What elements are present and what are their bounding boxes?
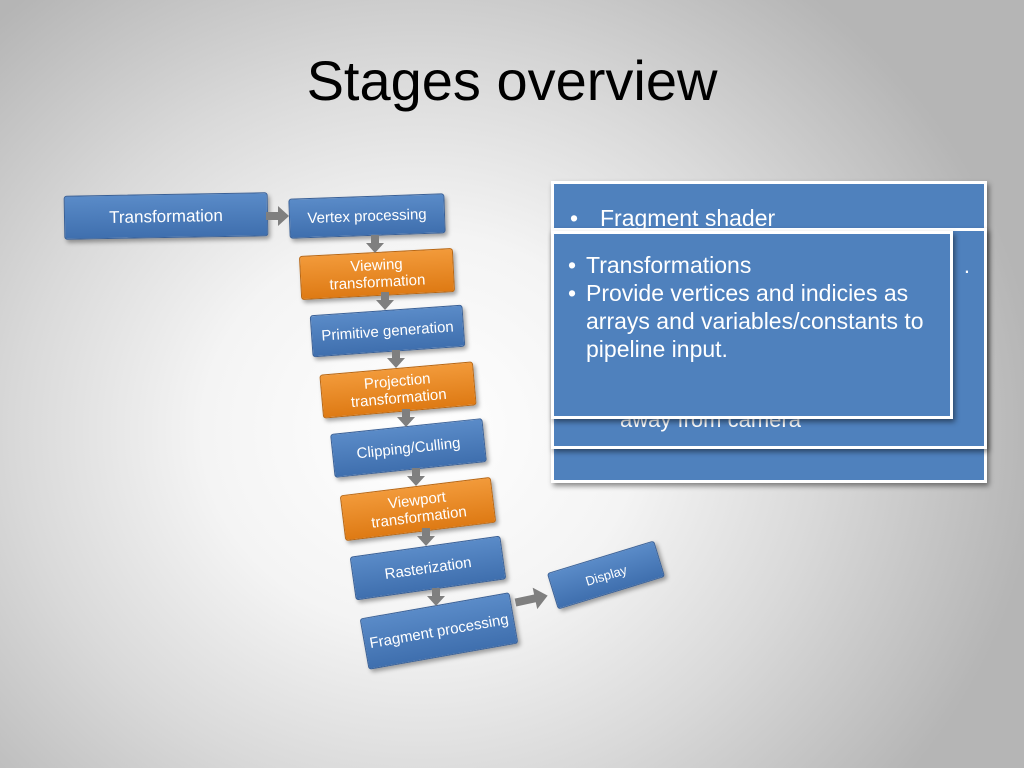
arrow-right-icon <box>514 587 548 610</box>
clipping-culling-label: Clipping/Culling <box>355 434 462 462</box>
arrow-down-icon <box>417 528 435 546</box>
projection-transformation-label: Projection transformation <box>350 370 448 412</box>
arrow-down-icon <box>427 588 445 606</box>
vertex-processing-label: Vertex processing <box>307 205 427 227</box>
bullet-text: Fragment shader <box>600 205 776 231</box>
arrow-right-icon <box>266 206 289 226</box>
transformation-label: Transformation <box>108 205 224 227</box>
viewing-transformation-label: Viewing transformation <box>329 255 426 294</box>
middle-card-edge-text: . <box>963 253 970 278</box>
bullet-item: • Provide vertices and indicies as arrays… <box>564 279 942 363</box>
bullet-text: Transformations <box>586 252 752 278</box>
bullet-icon: • <box>568 252 577 278</box>
arrow-down-icon <box>387 350 405 368</box>
fragment-processing-label: Fragment processing <box>368 610 510 652</box>
card-transformations: • Transformations • Provide vertices and i… <box>551 231 953 419</box>
bullet-icon: • <box>568 280 577 306</box>
slide-title: Stages overview <box>306 49 718 112</box>
bullet-text: Provide vertices and indicies as arrays … <box>586 280 924 362</box>
arrow-down-icon <box>366 235 384 253</box>
bullet-item: • Fragment shader <box>566 204 984 232</box>
arrow-down-icon <box>397 409 415 427</box>
rasterization-label: Rasterization <box>383 553 473 583</box>
primitive-generation-label: Primitive generation <box>320 317 455 345</box>
transformation-box: Transformation <box>63 192 269 240</box>
vertex-processing-box: Vertex processing <box>288 193 446 239</box>
arrow-down-icon <box>407 468 425 486</box>
bullet-icon: • <box>570 205 579 231</box>
display-box: Display <box>546 540 666 610</box>
bullet-item: • Transformations <box>564 251 942 279</box>
arrow-down-icon <box>376 292 394 310</box>
display-label: Display <box>583 561 629 589</box>
